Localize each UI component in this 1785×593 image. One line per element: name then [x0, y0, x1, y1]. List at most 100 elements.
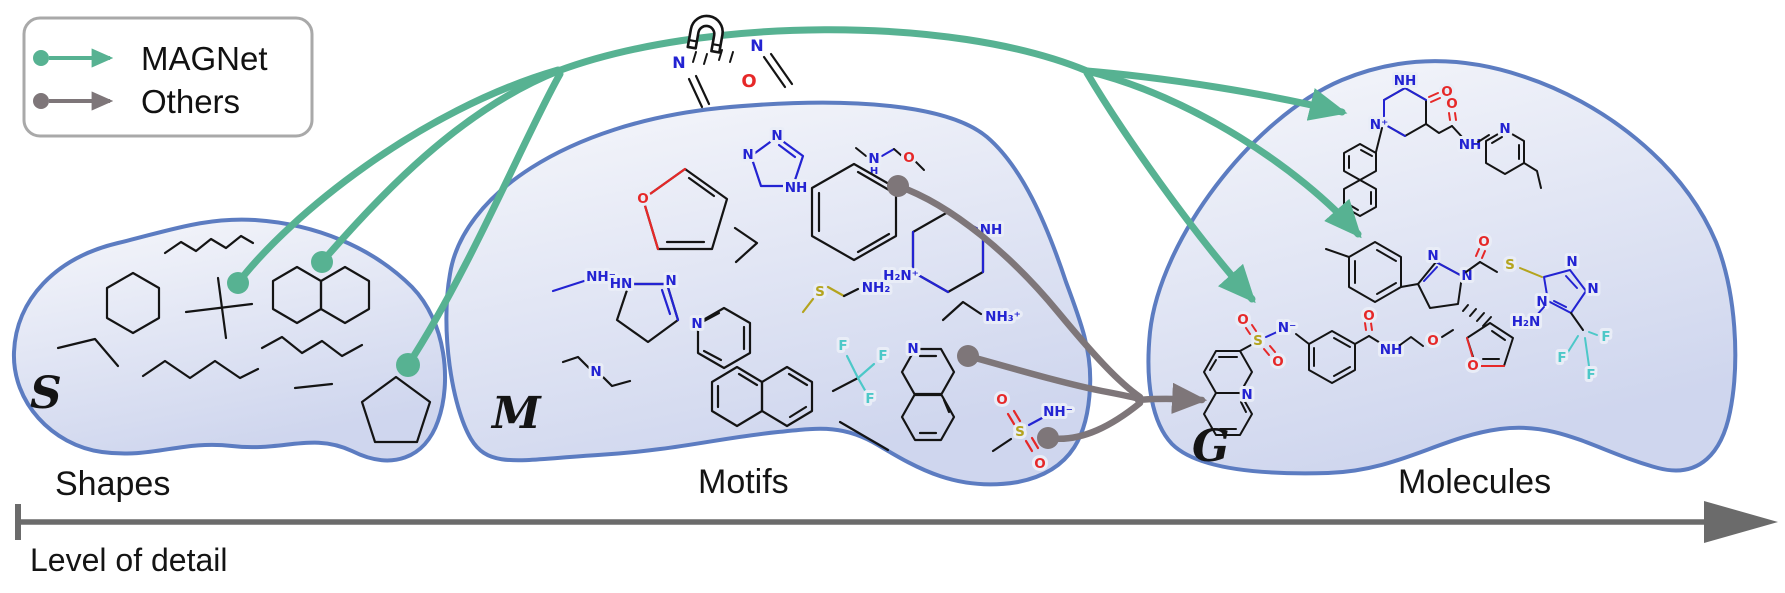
set-label-shapes: Shapes — [55, 465, 170, 503]
magnet-arrows — [227, 26, 1362, 377]
motif-piperazine: NH H₂N⁺ — [880, 210, 1005, 294]
atom-n: N — [590, 364, 601, 380]
atom-n: N — [1566, 254, 1577, 270]
legend-label-others: Others — [141, 83, 240, 120]
atom-nh-minus: NH⁻ — [586, 269, 616, 285]
shape-zigzag-1 — [163, 234, 255, 255]
atom-f: F — [878, 348, 887, 364]
shape-pentagon — [360, 375, 432, 444]
atom-o: O — [1467, 358, 1478, 374]
atom-n-minus: N⁻ — [1278, 320, 1296, 336]
others-anchor-dot — [957, 345, 979, 367]
others-arrow-merged — [1134, 382, 1208, 414]
set-blob-molecules — [1146, 59, 1738, 476]
magnet-arrow-from-shape-2 — [318, 67, 562, 266]
atom-h2n: H₂N — [1512, 314, 1541, 330]
shape-fused-rings — [271, 265, 371, 325]
motif-triazole: N N NH — [739, 125, 810, 199]
atom-o: O — [1363, 308, 1374, 324]
motif-ethylammonium: NH₃⁺ — [941, 300, 1024, 328]
others-dot-icon — [33, 93, 49, 109]
motif-quinoline: N — [900, 338, 956, 442]
atom-n: N — [1427, 248, 1438, 264]
atom-s: S — [815, 284, 825, 300]
fragment-imine-right: N O — [738, 33, 794, 95]
atom-f: F — [838, 338, 847, 354]
motif-diethylamine: N — [561, 355, 632, 388]
set-label-molecules: Molecules — [1398, 463, 1551, 501]
shape-zigzag-3 — [260, 335, 364, 358]
atom-f: F — [865, 391, 874, 407]
others-arrow-from-quinoline — [964, 352, 1144, 403]
atom-n: N — [1241, 387, 1252, 403]
atom-n: N — [907, 341, 918, 357]
atom-o: O — [637, 191, 648, 207]
motif-amine-ether: N H O — [855, 147, 925, 180]
motif-naphthalene — [710, 365, 814, 428]
atom-o: O — [1441, 84, 1452, 100]
others-arrows — [887, 175, 1208, 449]
atom-nh2: NH₂ — [862, 280, 891, 296]
atom-hn: HN — [610, 276, 633, 292]
motif-bond-line — [838, 420, 890, 452]
level-of-detail-axis: Level of detail — [15, 501, 1778, 578]
set-blob-shapes — [11, 217, 448, 463]
atom-n: N — [691, 316, 702, 332]
atom-n: N — [750, 36, 763, 55]
magnet-arrow-from-shape-1 — [234, 66, 562, 287]
shape-bent-line — [56, 337, 120, 368]
molecule-bottom: N S O O N⁻ O NH O — [1203, 305, 1454, 436]
atom-s: S — [1253, 333, 1263, 349]
atom-n: N — [868, 151, 879, 167]
magnet-anchor-dot — [396, 353, 420, 377]
others-arrow-from-benzene — [894, 182, 1144, 401]
atom-o: O — [1237, 312, 1248, 328]
set-blob-motifs — [444, 100, 1093, 487]
magnet-anchor-dot — [227, 272, 249, 294]
shape-line — [293, 382, 334, 390]
motif-methanesulfonamide: S O O NH⁻ — [991, 389, 1076, 475]
atom-n: N — [672, 53, 685, 72]
set-symbol-molecules: G — [1192, 421, 1230, 472]
atom-nh: NH — [1459, 137, 1482, 153]
set-label-motifs: Motifs — [698, 463, 789, 501]
legend-label-magnet: MAGNet — [141, 40, 268, 77]
atom-n: N — [1461, 268, 1472, 284]
atom-n-plus: N⁺ — [1370, 117, 1388, 133]
atom-h: H — [870, 166, 878, 177]
atom-nh: NH — [785, 180, 808, 196]
motif-pyridine: N — [688, 306, 752, 370]
atom-nh: NH — [1394, 73, 1417, 89]
axis-label: Level of detail — [30, 542, 227, 578]
shape-zigzag-2 — [141, 359, 260, 380]
magnet-arrow-to-molecule-2 — [1083, 67, 1362, 239]
atom-o: O — [1034, 456, 1045, 472]
atom-o: O — [1427, 333, 1438, 349]
set-symbol-shapes: S — [30, 368, 62, 419]
atom-n: N — [1536, 294, 1547, 310]
legend: MAGNet Others — [22, 16, 314, 138]
magnet-icon — [686, 14, 734, 65]
atom-o: O — [996, 392, 1007, 408]
magnet-anchor-dot — [311, 251, 333, 273]
atom-nh: NH — [1380, 342, 1403, 358]
atom-o: O — [903, 150, 914, 166]
motif-pyrazoline: HN N — [607, 270, 680, 344]
motif-methylamine: NH⁻ — [551, 266, 619, 293]
shape-cross — [184, 276, 254, 340]
magnet-arrow-trunk — [554, 26, 1091, 75]
magnet-dot-icon — [33, 50, 49, 66]
atom-f: F — [1557, 350, 1566, 366]
atom-n: N — [1587, 281, 1598, 297]
motif-thioethylamine: S NH₂ — [801, 277, 893, 314]
others-anchor-dot — [887, 175, 909, 197]
atom-nh3-plus: NH₃⁺ — [985, 309, 1021, 325]
molecule-middle: N N O S N N N H₂N F F F O — [1325, 231, 1614, 386]
set-symbol-motifs: M — [490, 388, 542, 439]
atom-s: S — [1505, 257, 1515, 273]
shape-hexagon — [105, 271, 161, 335]
atom-o: O — [1272, 354, 1283, 370]
atom-n: N — [742, 147, 753, 163]
atom-f: F — [1586, 367, 1595, 383]
